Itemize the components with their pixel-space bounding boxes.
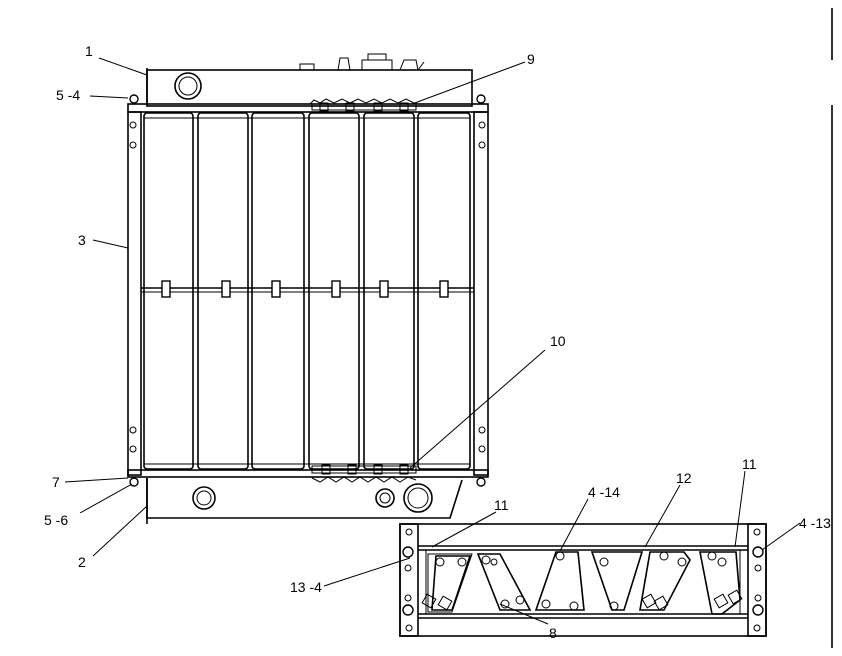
callout-9: 9: [527, 51, 535, 67]
bolt-top-left: [129, 94, 139, 104]
gasket-cutaway-bottom: [311, 464, 417, 483]
plan-end-plate-left: [399, 523, 419, 637]
callout-4-13: 4 -13: [799, 515, 831, 531]
callout-8: 8: [549, 625, 557, 641]
callout-3: 3: [78, 232, 86, 248]
center-tie-rod: [141, 280, 474, 298]
plan-view: [399, 523, 767, 637]
plan-frame-outer: [399, 523, 767, 637]
callout-11-right: 11: [742, 456, 757, 472]
leader-lines: [64, 57, 801, 625]
callout-5-6: 5 -6: [44, 512, 68, 528]
gasket-cutaway-top: [309, 98, 419, 112]
plan-end-bolts: [402, 528, 764, 632]
top-header-rail: [127, 103, 489, 113]
front-view: [127, 53, 489, 524]
right-side-channel: [473, 111, 489, 476]
callout-13-4: 13 -4: [290, 579, 322, 595]
bolt-bottom-right: [476, 477, 486, 487]
plan-brackets: [421, 551, 743, 615]
callout-1: 1: [85, 43, 93, 59]
callout-10: 10: [550, 333, 566, 349]
callout-12: 12: [676, 470, 692, 486]
bolt-top-right: [476, 94, 486, 104]
callout-11-left: 11: [494, 497, 509, 513]
bottom-header-rail: [127, 469, 489, 478]
callout-7: 7: [52, 474, 60, 490]
callout-5-4: 5 -4: [56, 87, 80, 103]
callout-2: 2: [78, 554, 86, 570]
plan-end-plate-right: [747, 523, 767, 637]
callout-4-14: 4 -14: [588, 484, 620, 500]
bottom-tank: [146, 478, 463, 524]
top-tank: [146, 53, 473, 107]
left-side-channel: [127, 111, 142, 476]
core-modules: [143, 112, 471, 470]
